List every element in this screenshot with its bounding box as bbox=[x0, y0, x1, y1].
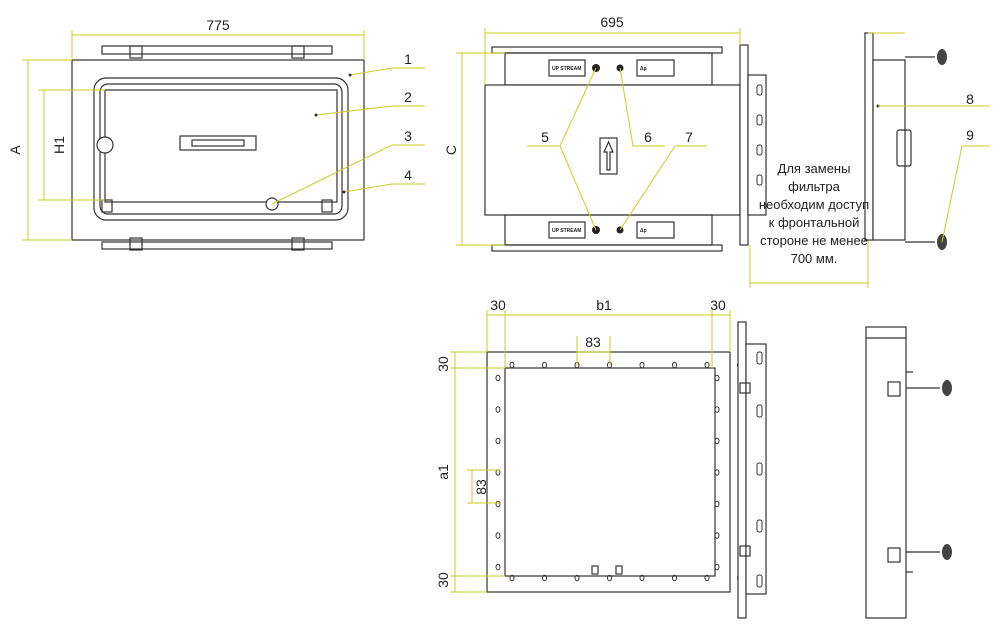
bolt-hole bbox=[704, 361, 710, 369]
upstream-label-bottom bbox=[548, 221, 586, 239]
flange-view: 30 b1 30 83 30 a1 30 83 bbox=[435, 297, 767, 619]
hinge bbox=[96, 136, 114, 154]
bolt-hole bbox=[714, 563, 720, 571]
bolt-hole bbox=[704, 574, 710, 582]
callout-7: 7 bbox=[685, 129, 693, 145]
service-access-note: Для замены фильтра необходим доступ к фр… bbox=[758, 161, 870, 266]
callout-9: 9 bbox=[966, 127, 974, 143]
bolt-hole bbox=[495, 563, 501, 571]
top-flange bbox=[101, 45, 333, 55]
bolt-hole bbox=[495, 532, 501, 539]
bolt-hole bbox=[714, 437, 720, 445]
bolt-hole bbox=[495, 437, 501, 445]
callout-5: 5 bbox=[541, 129, 549, 145]
bolt-hole bbox=[509, 361, 515, 369]
bolt-hole bbox=[495, 406, 501, 413]
front-view: 775 A H1 1 2 3 4 bbox=[7, 17, 425, 251]
bolt-hole bbox=[714, 374, 720, 382]
dim-695: 695 bbox=[600, 14, 624, 30]
bolt-hole bbox=[639, 574, 645, 582]
dim-C: C bbox=[443, 145, 459, 155]
bottom-flange bbox=[101, 241, 333, 250]
bolt-hole bbox=[607, 574, 612, 582]
bolt-hole bbox=[639, 361, 645, 369]
bolt-hole bbox=[509, 574, 515, 582]
dp-label-bottom bbox=[636, 221, 675, 239]
airflow-arrow-icon bbox=[599, 137, 618, 175]
dim-A: A bbox=[7, 145, 23, 155]
bolt-hole bbox=[714, 500, 720, 508]
callout-1: 1 bbox=[404, 51, 412, 67]
dim-30-bottom: 30 bbox=[435, 572, 451, 588]
bolt-hole bbox=[542, 574, 547, 582]
upstream-label-top bbox=[548, 59, 586, 77]
callout-2: 2 bbox=[404, 89, 412, 105]
callout-3: 3 bbox=[404, 128, 412, 144]
bolt-hole bbox=[714, 469, 720, 476]
bolt-hole bbox=[714, 532, 720, 539]
flange-outer bbox=[486, 351, 731, 593]
bolt-hole bbox=[542, 361, 547, 369]
dim-b1: b1 bbox=[596, 297, 612, 313]
bolt-hole bbox=[672, 574, 677, 582]
dim-a1: a1 bbox=[435, 464, 451, 480]
svg-text:UP STREAM: UP STREAM bbox=[552, 66, 581, 72]
callout-6: 6 bbox=[644, 129, 652, 145]
dim-775: 775 bbox=[206, 17, 230, 33]
dim-30-left: 30 bbox=[490, 297, 506, 313]
svg-text:Δp: Δp bbox=[640, 228, 647, 234]
bolt-hole bbox=[672, 361, 677, 369]
callout-8: 8 bbox=[966, 91, 974, 107]
dim-83-v: 83 bbox=[473, 479, 489, 495]
dim-30-right: 30 bbox=[710, 297, 726, 313]
handle bbox=[179, 135, 257, 151]
callout-4: 4 bbox=[404, 167, 412, 183]
side-view: UP STREAM UP STREAM Δp Δp 695 C 5 6 7 bbox=[443, 14, 869, 288]
bolt-hole bbox=[574, 574, 580, 582]
bolt-hole bbox=[714, 406, 720, 413]
bolt-hole bbox=[495, 374, 501, 382]
svg-text:UP STREAM: UP STREAM bbox=[552, 228, 581, 234]
dim-30-top: 30 bbox=[435, 356, 451, 372]
dim-H1: H1 bbox=[51, 136, 67, 154]
bolt-hole bbox=[495, 500, 501, 508]
dp-label-top bbox=[636, 59, 675, 77]
end-view: 8 9 bbox=[864, 32, 990, 250]
front-door bbox=[93, 77, 349, 221]
dim-83-h: 83 bbox=[585, 334, 601, 350]
svg-text:Δp: Δp bbox=[640, 66, 647, 72]
end-view-2 bbox=[865, 326, 952, 619]
